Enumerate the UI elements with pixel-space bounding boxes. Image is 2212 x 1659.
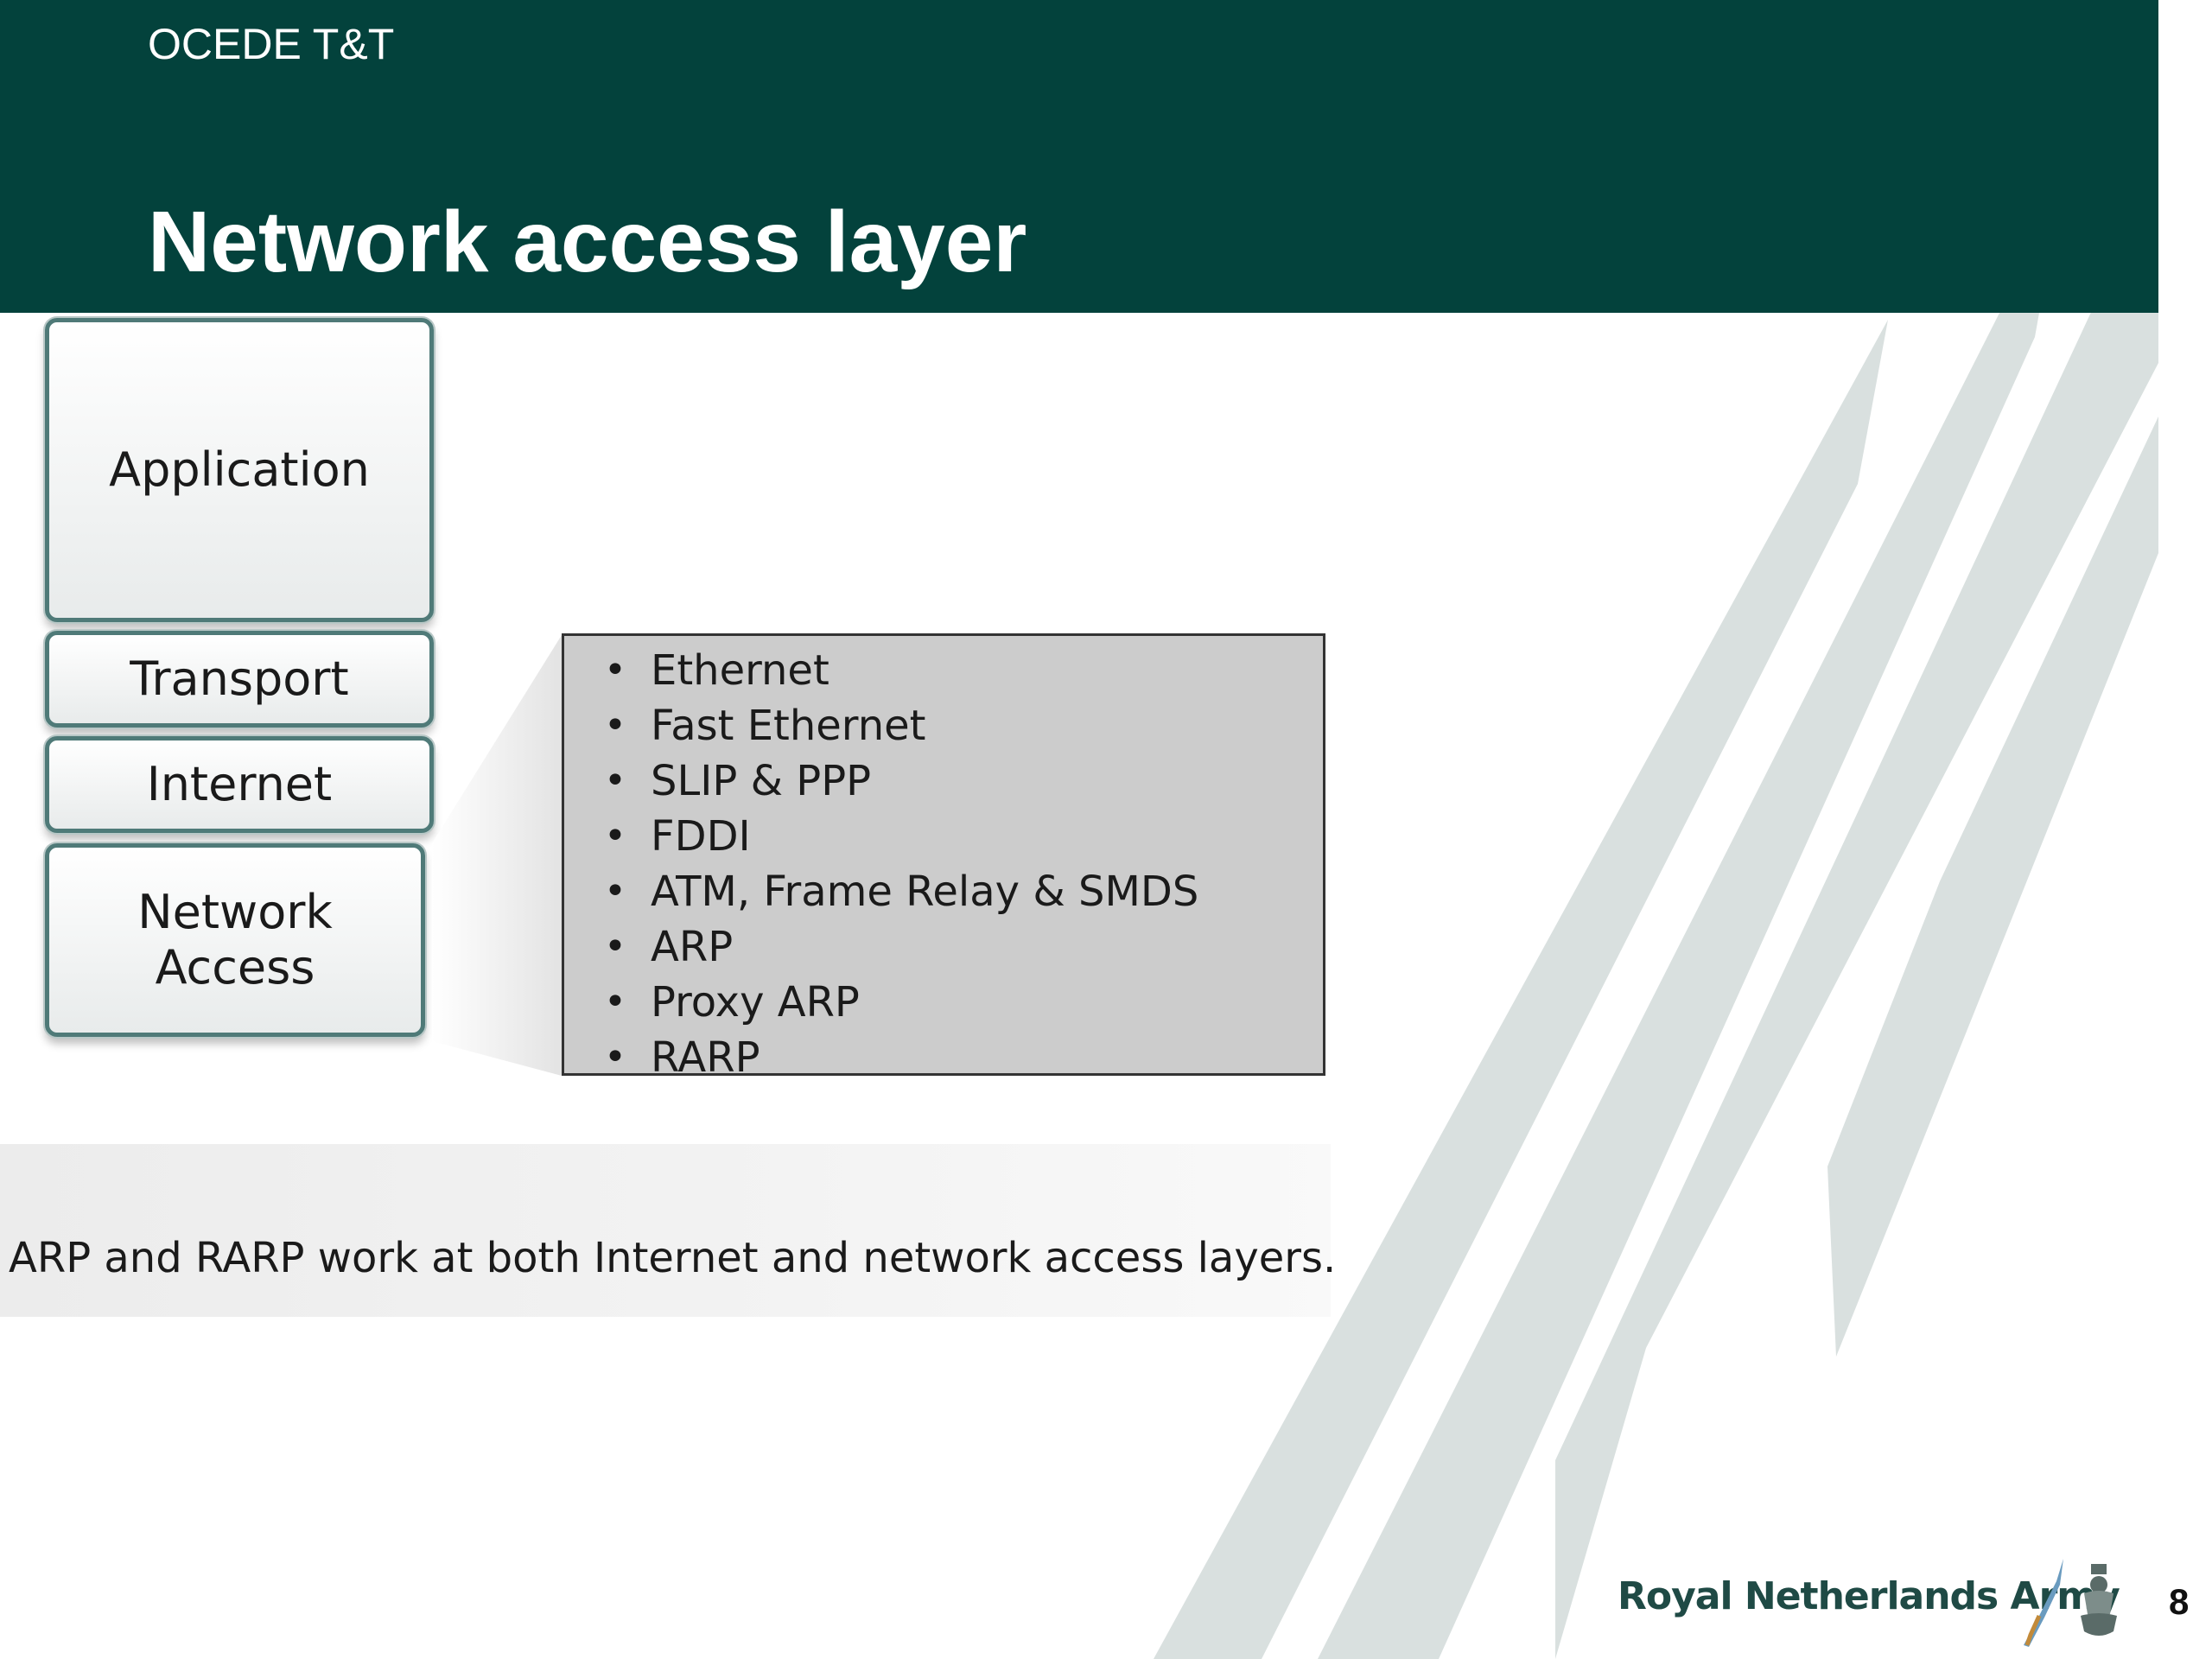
- layer-network-access-label: Network Access: [137, 885, 333, 995]
- protocol-label: Proxy ARP: [651, 978, 860, 1027]
- list-item: • ATM, Frame Relay & SMDS: [604, 864, 1323, 919]
- protocol-list: • Ethernet • Fast Ethernet • SLIP & PPP • FD…: [564, 636, 1323, 1085]
- note-text: ARP and RARP work at both Internet and n…: [9, 1234, 1337, 1282]
- list-item: • FDDI: [604, 809, 1323, 864]
- bullet-icon: •: [604, 980, 626, 1024]
- bullet-icon: •: [604, 1035, 626, 1079]
- list-item: • ARP: [604, 919, 1323, 975]
- bullet-icon: •: [604, 869, 626, 913]
- list-item: • Proxy ARP: [604, 975, 1323, 1030]
- bullet-icon: •: [604, 814, 626, 858]
- stripe-1: [1154, 320, 1888, 1659]
- list-item: • Ethernet: [604, 643, 1323, 698]
- stripe-4: [1827, 416, 2158, 1357]
- quill-icon: [2024, 1559, 2063, 1647]
- list-item: • SLIP & PPP: [604, 753, 1323, 809]
- layer-network-access: Network Access: [45, 843, 425, 1037]
- stripe-2: [1318, 192, 2061, 1659]
- slide-title: Network access layer: [148, 194, 1027, 290]
- bullet-icon: •: [604, 648, 626, 692]
- bullet-icon: •: [604, 703, 626, 747]
- layer-internet-label: Internet: [146, 757, 333, 812]
- crest-icon: [2081, 1564, 2117, 1636]
- layer-transport-label: Transport: [130, 652, 349, 707]
- protocol-label: ATM, Frame Relay & SMDS: [651, 868, 1199, 916]
- org-label: OCEDE T&T: [148, 20, 395, 68]
- protocol-callout: • Ethernet • Fast Ethernet • SLIP & PPP • FD…: [562, 633, 1325, 1082]
- protocol-label: ARP: [651, 923, 734, 971]
- list-item: • Fast Ethernet: [604, 698, 1323, 753]
- logo-text: Royal Netherlands Army: [1618, 1574, 2120, 1618]
- header-band: [0, 0, 2158, 313]
- layer-application-label: Application: [109, 442, 370, 498]
- protocol-label: Ethernet: [651, 646, 830, 695]
- protocol-label: FDDI: [651, 812, 751, 861]
- protocol-label: SLIP & PPP: [651, 757, 872, 805]
- bullet-icon: •: [604, 759, 626, 803]
- protocol-label: RARP: [651, 1033, 760, 1082]
- stripe-3: [1555, 200, 2158, 1659]
- note-band: [0, 1144, 1331, 1317]
- protocol-label: Fast Ethernet: [651, 702, 926, 750]
- layer-transport: Transport: [45, 631, 434, 728]
- list-item: • RARP: [604, 1030, 1323, 1085]
- layer-internet: Internet: [45, 736, 434, 833]
- bullet-icon: •: [604, 925, 626, 969]
- page-number: 8: [2169, 1581, 2190, 1622]
- layer-application: Application: [45, 318, 434, 622]
